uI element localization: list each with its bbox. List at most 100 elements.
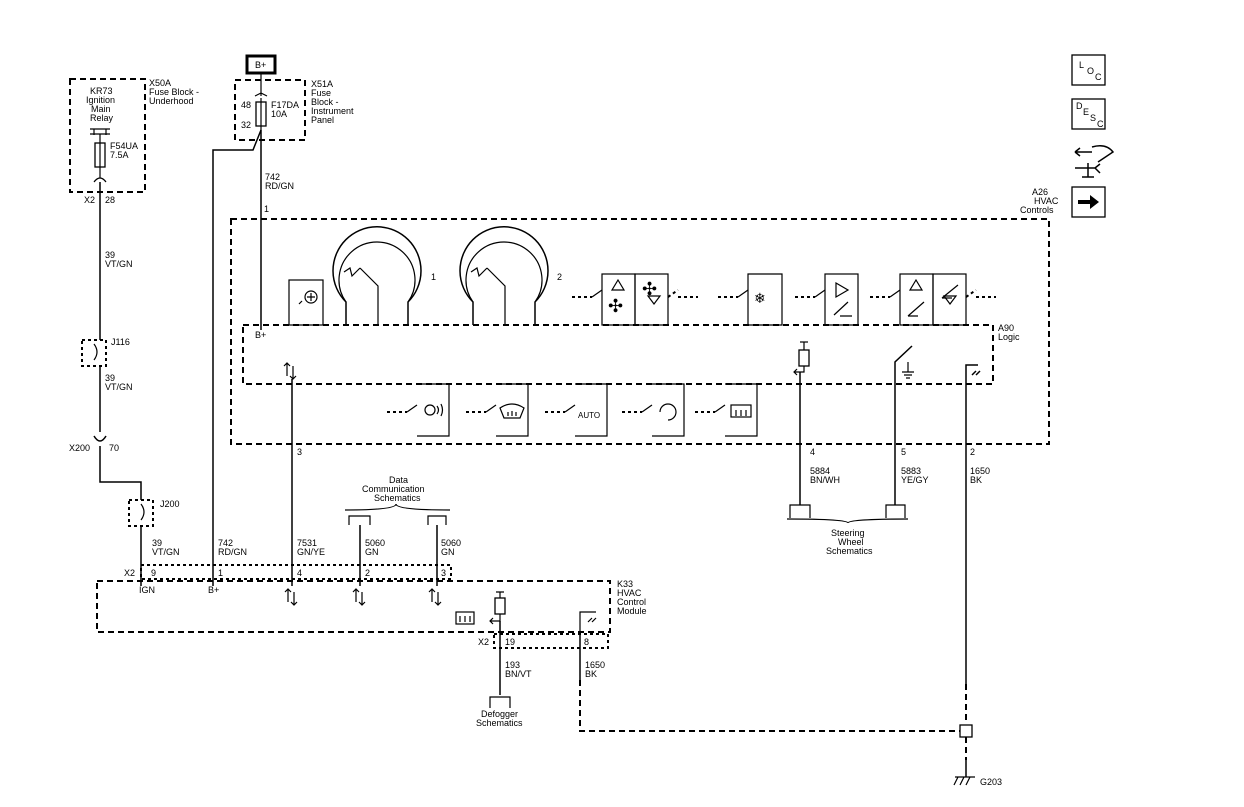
x51a-pin-48: 48 — [241, 100, 251, 110]
auto-switch: AUTO — [545, 383, 608, 437]
auto-label: AUTO — [578, 411, 600, 420]
k33-bplus: B+ — [208, 585, 219, 595]
temperature-knob-1-icon: 1 — [332, 226, 436, 325]
wire1650b-color: BK — [585, 669, 597, 679]
k33-text: HVAC — [617, 588, 642, 598]
data-communication-link[interactable]: Data Communication Schematics — [344, 475, 451, 525]
wire742-pin: 1 — [264, 204, 269, 214]
resistor-5884-icon — [793, 341, 810, 376]
k33-pin-9: 9 — [151, 568, 156, 578]
rear-defog-output-icon — [455, 611, 475, 625]
wire1650a-circuit: 1650 — [970, 466, 990, 476]
x50a-text: Underhood — [149, 96, 194, 106]
k33-pin-1: 1 — [218, 568, 223, 578]
x2-top-pin: 28 — [105, 195, 115, 205]
a90-text: Logic — [998, 332, 1020, 342]
x51a-fuse-block — [234, 79, 306, 141]
x51a-id: X51A — [311, 79, 333, 89]
k33-w7531-circuit: 7531 — [297, 538, 317, 548]
switch-ground-icon — [894, 345, 914, 505]
k33-w39-circuit: 39 — [152, 538, 162, 548]
kr73-text: Relay — [90, 113, 114, 123]
k33-pin-4: 4 — [297, 568, 302, 578]
k33-pin-3: 3 — [441, 568, 446, 578]
k33-resistor-icon — [489, 591, 506, 625]
steering-wheel-link[interactable]: Steering Wheel Schematics — [786, 504, 909, 556]
steering-line3: Schematics — [826, 546, 873, 556]
wire5884-color: BN/WH — [810, 475, 840, 485]
k33-ign: IGN — [139, 585, 155, 595]
x200-pin: 70 — [109, 443, 119, 453]
wire1650a-color: BK — [970, 475, 982, 485]
a90-bplus: B+ — [255, 330, 266, 340]
loc-letter-o: O — [1087, 66, 1094, 76]
x51a-pin-32: 32 — [241, 120, 251, 130]
k33-w5060a-circuit: 5060 — [365, 538, 385, 548]
svg-text:✣: ✣ — [642, 279, 657, 299]
power-label: B+ — [255, 60, 266, 70]
x200-id: X200 — [69, 443, 90, 453]
x50a-text: Fuse Block - — [149, 87, 199, 97]
datacomm-line1: Data — [389, 475, 408, 485]
k33-hvac-control-module — [96, 580, 611, 633]
k33-w5060b-circuit: 5060 — [441, 538, 461, 548]
gauge-2-label: 2 — [557, 272, 562, 282]
mode-switch — [795, 273, 859, 326]
k33-pin-19: 19 — [505, 637, 515, 647]
loc-letter-c: C — [1095, 72, 1102, 82]
x50a-id: X50A — [149, 78, 171, 88]
desc-letter-d: D — [1076, 101, 1083, 111]
wire193-color: BN/VT — [505, 669, 532, 679]
power-source: B+ — [245, 54, 277, 75]
wire5883-color: YE/GY — [901, 475, 929, 485]
x51a-text: Panel — [311, 115, 334, 125]
f17da-id: F17DA — [271, 100, 299, 110]
k33-pin-8: 8 — [584, 637, 589, 647]
loc-button[interactable]: L O C — [1071, 54, 1106, 86]
desc-button[interactable]: D E S C — [1071, 98, 1106, 130]
temperature-knob-2-icon: 2 — [459, 226, 562, 325]
a26-hvac-controls — [230, 218, 1050, 445]
ground-splice — [959, 724, 973, 738]
relay-contact-icon — [90, 128, 110, 135]
wire39b-color: VT/GN — [105, 382, 133, 392]
rear-defog-switch — [695, 383, 758, 437]
datacomm-line2: Communication — [362, 484, 425, 494]
wire5884-circuit: 5884 — [810, 466, 830, 476]
kr73-text: Main — [91, 104, 111, 114]
wire742-color: RD/GN — [265, 181, 294, 191]
a26-pin-3: 3 — [297, 447, 302, 457]
fan-speed-switch: ✣ ✣ — [572, 273, 698, 326]
a90-id: A90 — [998, 323, 1014, 333]
a26-text: Controls — [1020, 205, 1054, 215]
wire1650b-circuit: 1650 — [585, 660, 605, 670]
wire-1650-a26 — [965, 364, 981, 684]
kr73-text: Ignition — [86, 95, 115, 105]
f17da-rating: 10A — [271, 109, 287, 119]
k33-x2b-connector — [493, 633, 609, 649]
indicator-lamp-icon — [288, 279, 324, 326]
ground-id: G203 — [980, 777, 1002, 787]
gauge-1-label: 1 — [431, 272, 436, 282]
defogger-link[interactable]: Defogger Schematics — [476, 696, 523, 728]
wire5883-circuit: 5883 — [901, 466, 921, 476]
snowflake-icon: ❄ — [754, 290, 766, 306]
wire-742-k33 — [212, 129, 262, 586]
a26-id: A26 — [1032, 187, 1048, 197]
f54ua-rating: 7.5A — [110, 150, 129, 160]
k33-pin-2: 2 — [365, 568, 370, 578]
kr73-name: KR73 — [90, 86, 113, 96]
desc-letter-s: S — [1090, 113, 1096, 123]
j200-id: J200 — [160, 499, 180, 509]
k33-x2-label: X2 — [124, 568, 135, 578]
desc-letter-e: E — [1083, 107, 1089, 117]
wire39b-circuit: 39 — [105, 373, 115, 383]
loc-letter-l: L — [1079, 60, 1084, 70]
connector-icon[interactable] — [1070, 140, 1115, 180]
arrow-right-icon[interactable] — [1071, 186, 1106, 218]
rear-defrost-seat-switch — [387, 383, 450, 437]
wire39a-color: VT/GN — [105, 259, 133, 269]
k33-w39-color: VT/GN — [152, 547, 180, 557]
k33-x2-connector — [140, 564, 452, 580]
